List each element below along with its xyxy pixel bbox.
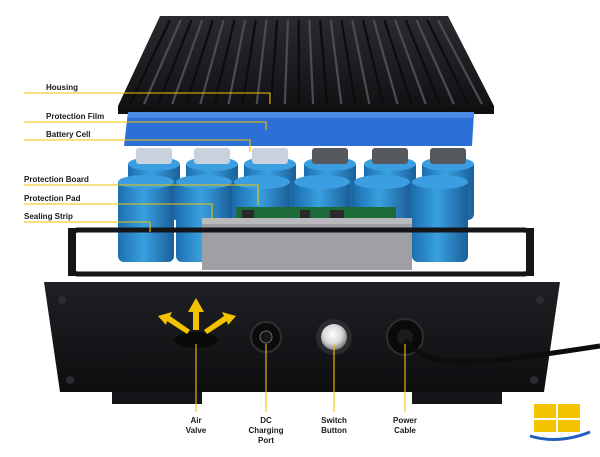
label-power-cable: Power Cable [383,416,427,436]
protection-pad [202,218,412,270]
brand-logo-icon [530,404,590,439]
battery-cell [118,175,174,262]
label-air-valve: Air Valve [176,416,216,436]
housing-lid [118,16,494,114]
protection-film [124,112,474,146]
nickel-strip [136,148,172,164]
nickel-strip [312,148,348,164]
end-plate [44,282,560,404]
label-protection-board: Protection Board [24,176,89,184]
battery-cell [412,175,468,262]
label-battery-cell: Battery Cell [46,131,90,139]
nickel-strip [252,148,288,164]
label-protection-pad: Protection Pad [24,195,80,203]
label-switch-button: Switch Button [310,416,358,436]
label-dc-charging-port: DC Charging Port [240,416,292,446]
label-sealing-strip: Sealing Strip [24,213,73,221]
nickel-strip [194,148,230,164]
nickel-strip [372,148,408,164]
label-housing: Housing [46,84,78,92]
label-protection-film: Protection Film [46,113,104,121]
nickel-strip [430,148,466,164]
